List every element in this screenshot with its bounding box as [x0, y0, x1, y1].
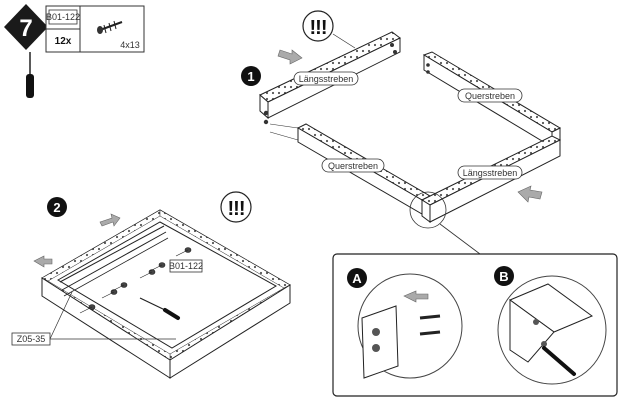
- arrow-left-2: [33, 255, 53, 268]
- push-arrow-right: [517, 185, 543, 203]
- substep-2-number: 2: [53, 200, 60, 215]
- svg-text:!!!: !!!: [310, 17, 327, 39]
- quantity-label: 12x: [55, 36, 72, 47]
- detail-a: A: [347, 268, 463, 379]
- svg-text:B01-122: B01-122: [169, 261, 203, 271]
- svg-text:!!!: !!!: [228, 198, 245, 220]
- label-cross-right: Querstreben: [457, 88, 523, 103]
- part-code-label: B01-122: [46, 12, 80, 22]
- warning-icon: !!!: [302, 10, 356, 49]
- substep-1: 1 !!!: [241, 10, 562, 255]
- screw-size-label: 4x13: [120, 40, 140, 50]
- zoom-circle: [409, 191, 447, 229]
- detail-a-label: A: [352, 271, 362, 286]
- step-number: 7: [19, 15, 32, 42]
- label-long-bottom: Längsstreben: [457, 165, 523, 180]
- part-code-tag-2: Z05-35: [11, 291, 176, 346]
- svg-text:Querstreben: Querstreben: [465, 91, 515, 101]
- screwdriver-icon: [26, 52, 34, 98]
- arrow-up-2: [99, 213, 121, 227]
- svg-text:Z05-35: Z05-35: [17, 334, 46, 344]
- svg-text:Querstreben: Querstreben: [328, 161, 378, 171]
- detail-b: B: [494, 266, 607, 385]
- screws-group: [79, 247, 192, 314]
- detail-b-label: B: [499, 269, 508, 284]
- detail-box: A B: [332, 253, 618, 397]
- step-diamond: [4, 4, 48, 50]
- svg-text:Längsstreben: Längsstreben: [299, 74, 354, 84]
- screw-icon: [97, 20, 123, 34]
- part-code-tag: B01-122: [169, 259, 203, 273]
- push-arrow-left: [277, 49, 303, 65]
- svg-text:Längsstreben: Längsstreben: [463, 168, 518, 178]
- substep-1-badge: [241, 66, 261, 86]
- substep-2-badge: [47, 197, 67, 217]
- substep-1-number: 1: [247, 69, 254, 84]
- substep-2: 2 !!!: [11, 191, 291, 379]
- label-cross-bottom: Querstreben: [321, 158, 385, 173]
- long-beam-top: [259, 31, 401, 103]
- warning-icon-2: !!!: [220, 191, 252, 223]
- label-long-top: Längsstreben: [293, 71, 359, 86]
- screwdriver-icon-2: [139, 297, 180, 320]
- step-header: 7 B01-122 12x 4x13: [4, 4, 145, 98]
